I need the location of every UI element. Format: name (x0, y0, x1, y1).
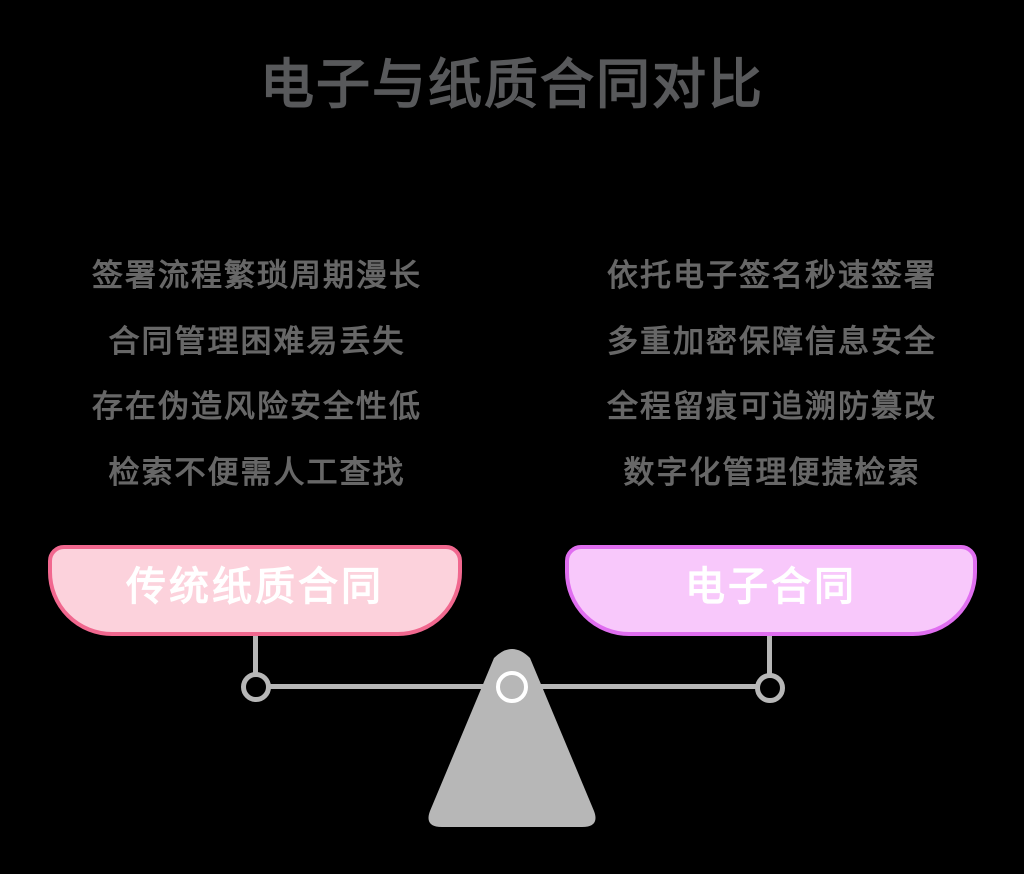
scale-fulcrum-triangle (428, 649, 596, 827)
electronic-advantage-item: 数字化管理便捷检索 (623, 454, 921, 490)
electronic-contract-pan-label: 电子合同 (685, 564, 857, 609)
paper-contract-pan-label: 传统纸质合同 (126, 564, 384, 609)
electronic-contract-points-column: 依托电子签名秒速签署 多重加密保障信息安全 全程留痕可追溯防篡改 数字化管理便捷… (550, 240, 994, 502)
paper-contract-pan: 传统纸质合同 (48, 545, 462, 636)
electronic-contract-pan: 电子合同 (565, 545, 977, 636)
scale-pivot-ring-icon (496, 671, 528, 703)
page-title: 电子与纸质合同对比 (260, 55, 764, 115)
electronic-advantage-item: 全程留痕可追溯防篡改 (607, 389, 937, 425)
right-pan-hanger-line (767, 636, 772, 676)
left-pan-hook-circle (241, 672, 271, 702)
electronic-advantage-item: 多重加密保障信息安全 (607, 323, 937, 359)
paper-disadvantage-item: 存在伪造风险安全性低 (92, 389, 422, 425)
paper-disadvantage-item: 签署流程繁琐周期漫长 (92, 258, 422, 294)
paper-disadvantage-item: 检索不便需人工查找 (108, 454, 406, 490)
electronic-advantage-item: 依托电子签名秒速签署 (607, 258, 937, 294)
paper-disadvantage-item: 合同管理困难易丢失 (108, 323, 406, 359)
right-pan-hook-circle (755, 673, 785, 703)
left-pan-hanger-line (253, 635, 258, 675)
paper-contract-points-column: 签署流程繁琐周期漫长 合同管理困难易丢失 存在伪造风险安全性低 检索不便需人工查… (40, 240, 474, 502)
